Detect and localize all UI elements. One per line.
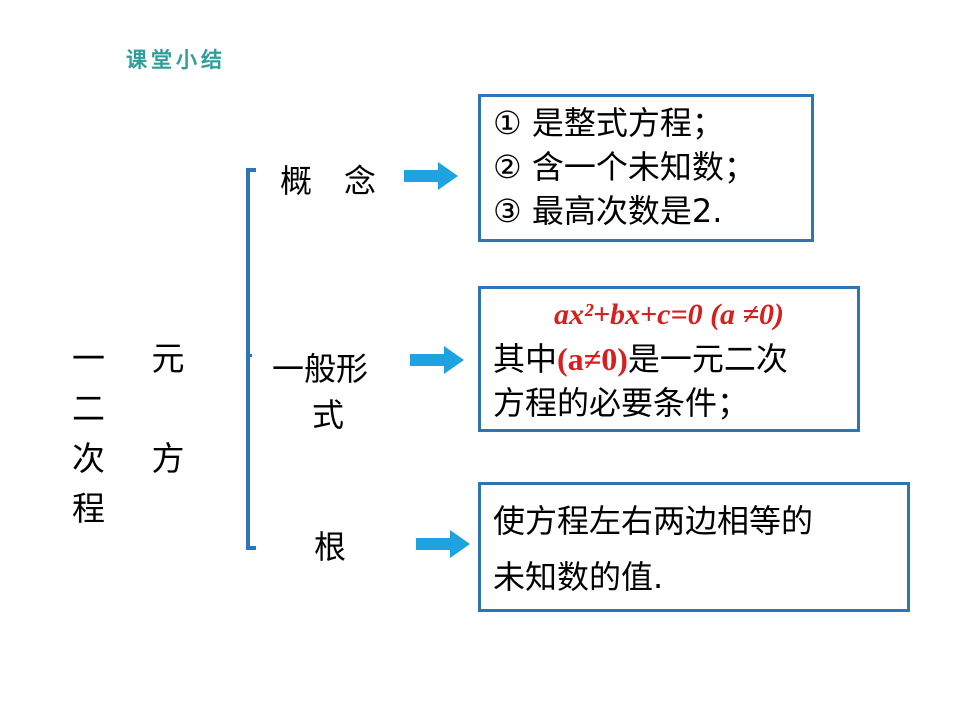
bracket-mid-tick	[246, 354, 252, 357]
concept-item-2: ② 含一个未知数；	[493, 148, 756, 186]
arrow-right-icon	[404, 162, 458, 190]
general-form-formula: ax²+bx+c=0 (a ≠0)	[553, 298, 785, 331]
page-title: 课堂小结	[126, 47, 226, 72]
general-form-box: ax²+bx+c=0 (a ≠0) 其中(a≠0)是一元二次 方程的必要条件；	[478, 286, 860, 432]
root-topic-line2: 次 方 程	[72, 439, 203, 528]
branch-label-general-form: 一般形 式	[272, 346, 368, 438]
arrow-right-icon	[416, 530, 470, 558]
arrow-right-icon	[410, 346, 464, 374]
root-definition-line1: 使方程左右两边相等的	[493, 502, 814, 540]
note-prefix: 其中	[493, 340, 558, 378]
root-definition-line2: 未知数的值.	[493, 558, 664, 596]
bracket-top-tick	[246, 168, 256, 172]
bracket-vertical-line	[246, 168, 250, 550]
root-box: 使方程左右两边相等的 未知数的值.	[478, 482, 910, 612]
branch-label-concept: 概 念	[280, 162, 377, 200]
concept-box: ① 是整式方程； ② 含一个未知数； ③ 最高次数是2.	[478, 94, 814, 242]
general-form-note-line1: 其中(a≠0)是一元二次	[493, 337, 845, 381]
general-form-label-line2: 式	[312, 396, 345, 434]
branch-label-root: 根	[314, 528, 347, 566]
general-form-label-line1: 一般形	[272, 350, 369, 388]
general-form-note-line2: 方程的必要条件；	[493, 384, 750, 422]
root-topic: 一 元 二 次 方 程	[72, 334, 222, 534]
concept-item-1: ① 是整式方程；	[493, 104, 724, 142]
bracket-bottom-tick	[246, 546, 256, 550]
note-suffix: 是一元二次	[627, 340, 788, 378]
root-topic-line1: 一 元 二	[72, 339, 203, 428]
concept-item-3: ③ 最高次数是2.	[493, 192, 723, 230]
note-condition: (a≠0)	[557, 341, 628, 377]
